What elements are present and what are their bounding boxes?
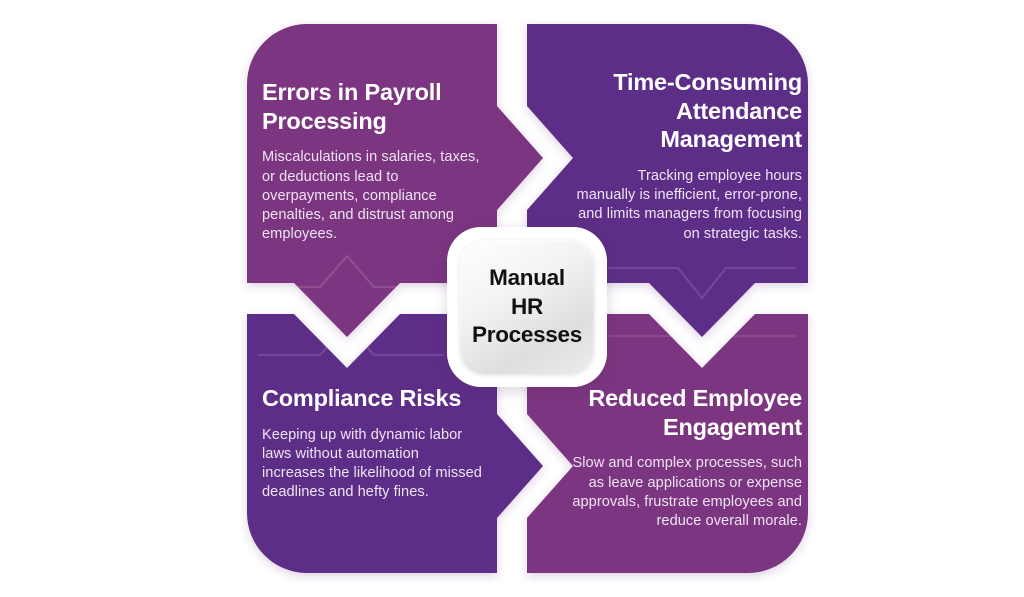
center-node[interactable]: Manual HR Processes xyxy=(447,227,607,387)
quadrant-text-bottom-right: Reduced Employee Engagement Slow and com… xyxy=(556,384,802,531)
quadrant-body-time-consuming-attendance-management: Tracking employee hours manually is inef… xyxy=(576,167,802,242)
center-node-inner: Manual HR Processes xyxy=(460,240,594,374)
quadrant-heading-errors-in-payroll-processing: Errors in Payroll Processing xyxy=(262,79,442,134)
quadrant-heading-reduced-employee-engagement: Reduced Employee Engagement xyxy=(588,385,802,440)
quadrant-heading-time-consuming-attendance-management: Time-Consuming Attendance Management xyxy=(613,69,802,153)
quadrant-text-top-left: Errors in Payroll Processing Miscalculat… xyxy=(262,78,484,245)
decoration-chevron-top-right xyxy=(608,266,796,300)
quadrant-heading-compliance-risks: Compliance Risks xyxy=(262,385,462,411)
quadrant-text-bottom-left: Compliance Risks Keeping up with dynamic… xyxy=(262,384,484,503)
quadrant-text-top-right: Time-Consuming Attendance Management Tra… xyxy=(576,68,803,244)
quadrant-body-compliance-risks: Keeping up with dynamic labor laws witho… xyxy=(262,426,482,501)
center-node-label: Manual HR Processes xyxy=(472,265,582,348)
quadrant-body-reduced-employee-engagement: Slow and complex processes, such as leav… xyxy=(572,455,802,530)
quadrant-body-errors-in-payroll-processing: Miscalculations in salaries, taxes, or d… xyxy=(262,149,480,243)
